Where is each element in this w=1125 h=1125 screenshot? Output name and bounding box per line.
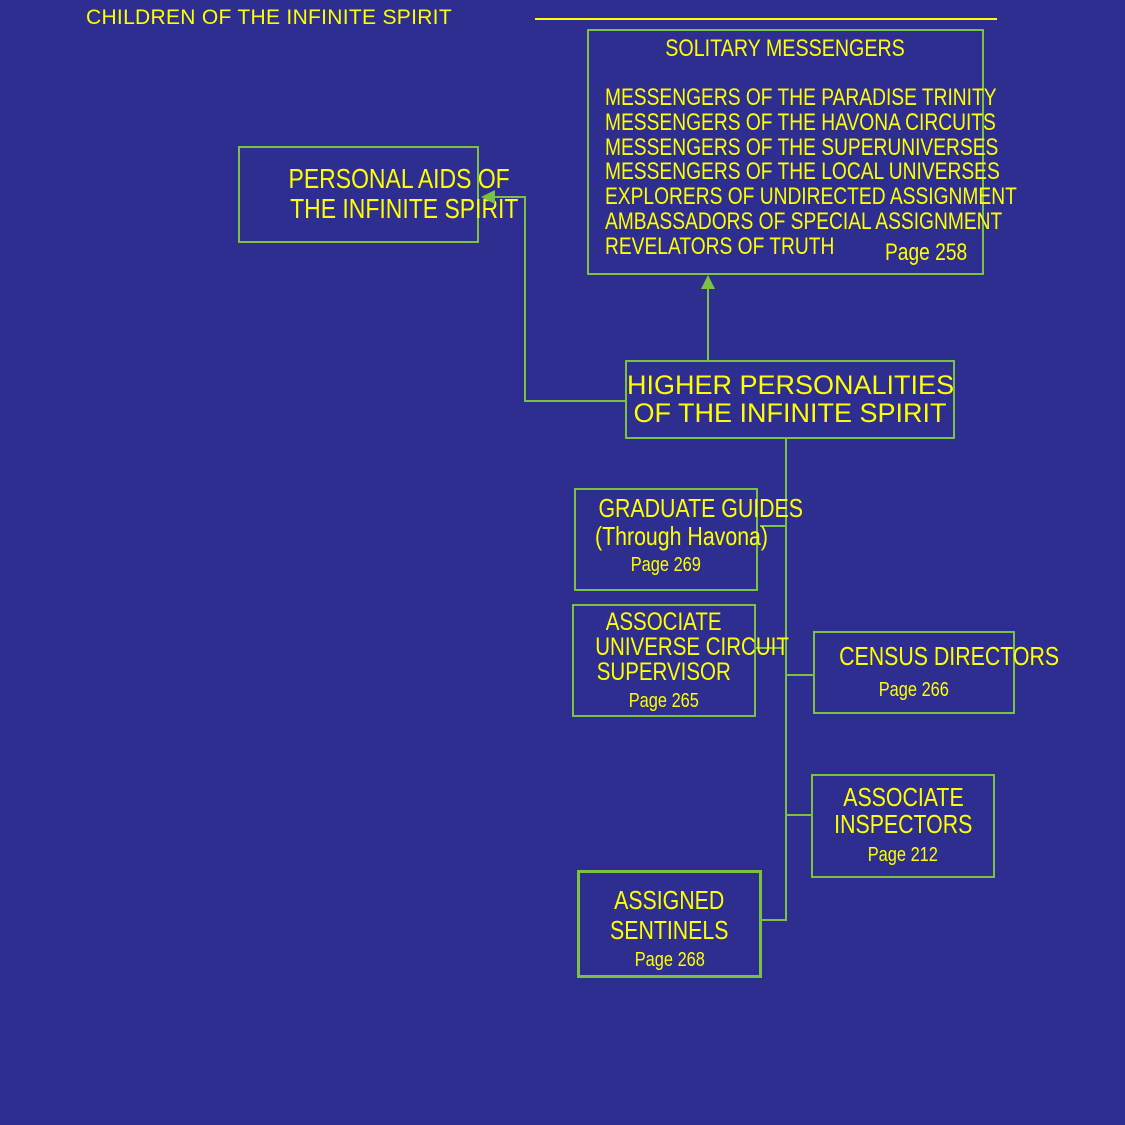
- solitary-messengers-box: SOLITARY MESSENGERS MESSENGERS OF THE PA…: [587, 29, 1017, 275]
- page-ref: Page 212: [867, 844, 939, 866]
- assigned-sentinels-box: ASSIGNED SENTINELS Page 268: [577, 870, 762, 978]
- list-item: REVELATORS OF TRUTH: [605, 232, 835, 260]
- arrow-left-icon: [481, 190, 495, 204]
- page-ref: Page 266: [878, 679, 950, 701]
- connector: [760, 525, 787, 527]
- connector: [524, 196, 526, 402]
- node-label: UNIVERSE CIRCUIT: [595, 633, 789, 661]
- connector: [707, 288, 709, 360]
- node-label: ASSOCIATE: [606, 608, 722, 636]
- node-label: ASSIGNED: [614, 885, 725, 915]
- node-label: INSPECTORS: [833, 809, 973, 839]
- node-label: GRADUATE GUIDES: [598, 493, 803, 523]
- node-label: ASSOCIATE: [842, 782, 964, 812]
- connector: [761, 919, 787, 921]
- page-ref: Page 265: [628, 690, 700, 712]
- node-label: SUPERVISOR: [596, 658, 732, 686]
- solitary-heading: SOLITARY MESSENGERS: [665, 35, 906, 62]
- node-label: THE INFINITE SPIRIT: [290, 193, 519, 224]
- higher-personalities-box: HIGHER PERSONALITIES OF THE INFINITE SPI…: [625, 360, 955, 439]
- solitary-list: MESSENGERS OF THE PARADISE TRINITY MESSE…: [605, 84, 1017, 260]
- list-item: MESSENGERS OF THE PARADISE TRINITY: [605, 84, 997, 111]
- page-ref: Page 258: [885, 239, 968, 266]
- associate-inspectors-box: ASSOCIATE INSPECTORS Page 212: [811, 774, 995, 878]
- trunk-connector: [785, 439, 787, 921]
- graduate-guides-box: GRADUATE GUIDES (Through Havona) Page 26…: [574, 488, 803, 591]
- node-label: PERSONAL AIDS OF: [288, 163, 510, 194]
- connector: [524, 400, 626, 402]
- node-label: HIGHER PERSONALITIES: [627, 370, 955, 400]
- circuit-supervisor-box: ASSOCIATE UNIVERSE CIRCUIT SUPERVISOR Pa…: [572, 604, 789, 717]
- connector: [755, 647, 782, 649]
- connector: [785, 814, 812, 816]
- list-item: MESSENGERS OF THE SUPERUNIVERSES: [605, 133, 999, 161]
- node-label: (Through Havona): [594, 521, 769, 551]
- page-title: CHILDREN OF THE INFINITE SPIRIT: [86, 6, 452, 29]
- list-item: MESSENGERS OF THE LOCAL UNIVERSES: [605, 158, 1000, 186]
- page-ref: Page 269: [630, 554, 702, 576]
- page-ref: Page 268: [634, 949, 705, 971]
- node-label: CENSUS DIRECTORS: [839, 641, 1060, 671]
- list-item: MESSENGERS OF THE HAVONA CIRCUITS: [605, 108, 996, 136]
- list-item: AMBASSADORS OF SPECIAL ASSIGNMENT: [605, 207, 1003, 235]
- node-label: OF THE INFINITE SPIRIT: [633, 398, 947, 428]
- node-label: SENTINELS: [610, 915, 729, 945]
- arrow-up-icon: [701, 275, 715, 289]
- connector: [785, 674, 814, 676]
- connector: [494, 196, 526, 198]
- census-directors-box: CENSUS DIRECTORS Page 266: [813, 631, 1059, 714]
- personal-aids-box: PERSONAL AIDS OF THE INFINITE SPIRIT: [238, 146, 518, 243]
- list-item: EXPLORERS OF UNDIRECTED ASSIGNMENT: [605, 183, 1017, 211]
- title-rule: [535, 18, 997, 20]
